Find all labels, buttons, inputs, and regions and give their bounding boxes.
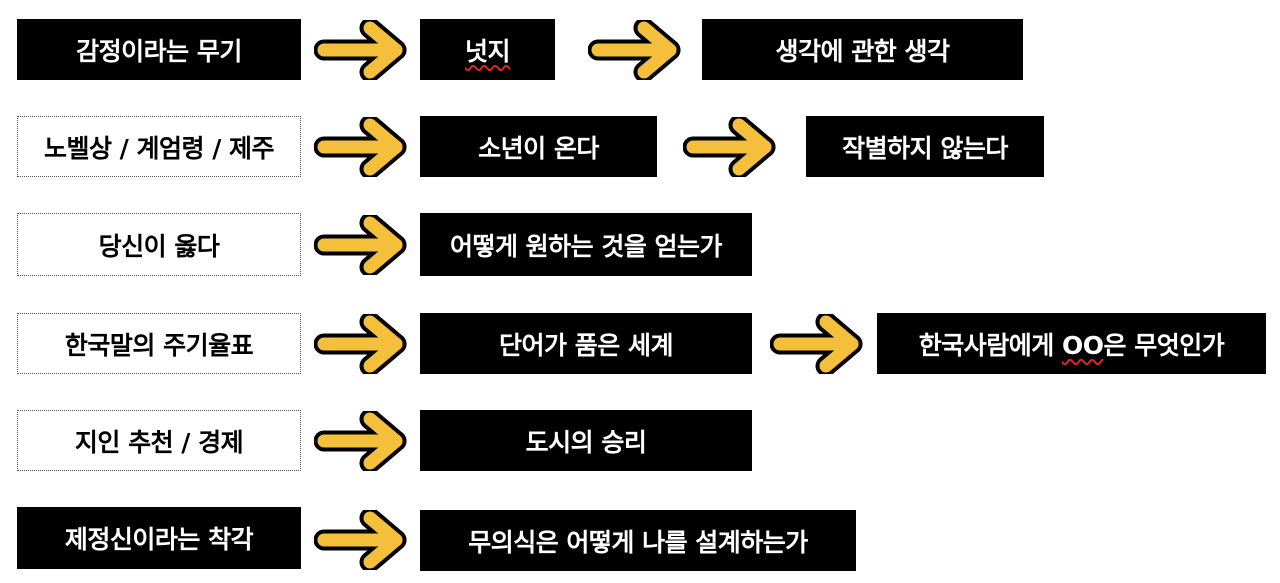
node-label: 단어가 품은 세계 xyxy=(499,330,673,360)
node-row1-step1: 넛지 xyxy=(420,19,555,80)
node-row6-step1: 무의식은 어떻게 나를 설계하는가 xyxy=(420,510,856,571)
node-source-row3: 당신이 옳다 xyxy=(17,213,301,276)
node-label-mark: OO xyxy=(1061,330,1104,360)
node-label: 제정신이라는 착각 xyxy=(64,525,254,554)
node-label: 당신이 옳다 xyxy=(98,231,220,261)
node-label: 노벨상 / 계엄령 / 제주 xyxy=(43,133,275,163)
node-row2-step1: 소년이 온다 xyxy=(420,116,657,177)
node-source-row5: 지인 추천 / 경제 xyxy=(17,410,301,471)
node-row5-step1: 도시의 승리 xyxy=(420,410,752,471)
node-source-row6: 제정신이라는 착각 xyxy=(17,507,301,569)
node-row2-step2: 작별하지 않는다 xyxy=(806,116,1044,177)
right-arrow-icon xyxy=(314,411,407,471)
node-row3-step1: 어떻게 원하는 것을 얻는가 xyxy=(420,213,752,276)
node-label: 한국사람에게 OO은 무엇인가 xyxy=(918,326,1225,362)
right-arrow-icon xyxy=(683,117,776,177)
right-arrow-icon xyxy=(314,215,407,275)
node-label: 어떻게 원하는 것을 얻는가 xyxy=(449,231,723,261)
node-label: 소년이 온다 xyxy=(478,133,599,163)
node-label: 도시의 승리 xyxy=(525,427,647,457)
node-label: 무의식은 어떻게 나를 설계하는가 xyxy=(468,527,808,557)
node-label-suffix: 은 무엇인가 xyxy=(1103,330,1225,360)
node-source-row2: 노벨상 / 계엄령 / 제주 xyxy=(17,116,301,177)
node-row4-step1: 단어가 품은 세계 xyxy=(420,313,752,374)
node-label: 생각에 관한 생각 xyxy=(775,36,950,66)
right-arrow-icon xyxy=(314,510,407,570)
right-arrow-icon xyxy=(770,314,863,374)
right-arrow-icon xyxy=(314,117,407,177)
node-label: 지인 추천 / 경제 xyxy=(74,427,244,457)
node-label-prefix: 한국사람에게 xyxy=(918,330,1062,360)
node-label: 한국말의 주기율표 xyxy=(64,330,254,360)
node-row4-step2: 한국사람에게 OO은 무엇인가 xyxy=(877,313,1266,374)
node-row1-step2: 생각에 관한 생각 xyxy=(702,19,1023,80)
node-source-row4: 한국말의 주기율표 xyxy=(17,313,301,374)
right-arrow-icon xyxy=(314,20,407,80)
node-source-row1: 감정이라는 무기 xyxy=(17,19,301,80)
node-label: 감정이라는 무기 xyxy=(76,36,242,66)
right-arrow-icon xyxy=(588,20,681,80)
right-arrow-icon xyxy=(314,314,407,374)
node-label: 넛지 xyxy=(464,36,511,66)
node-label: 작별하지 않는다 xyxy=(842,133,1008,163)
